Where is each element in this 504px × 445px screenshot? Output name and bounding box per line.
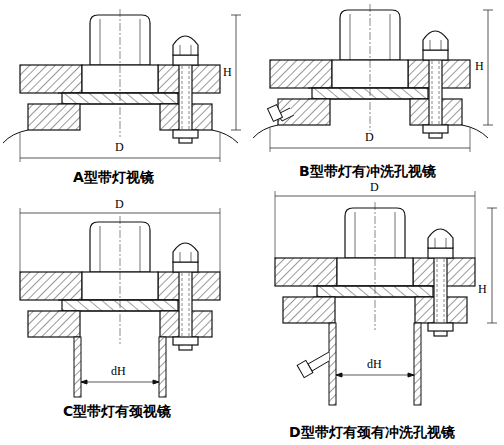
- caption: A型带灯视镜: [72, 170, 155, 185]
- dimension-label: D: [114, 141, 125, 154]
- caption: B型带灯有冲洗孔视镜: [298, 164, 437, 179]
- dimension-label: dH: [366, 358, 383, 371]
- dimension-label: H: [222, 66, 233, 79]
- caption: C型带灯有颈视镜: [62, 404, 172, 419]
- dimension-label: H: [477, 283, 488, 296]
- dimension-label: D: [114, 198, 125, 211]
- caption: D型带灯有颈有冲洗孔视镜: [288, 425, 456, 440]
- dimension-label: H: [474, 60, 485, 73]
- dimension-label: dH: [110, 365, 127, 378]
- dimension-label: D: [364, 131, 375, 144]
- dimension-label: D: [369, 181, 380, 194]
